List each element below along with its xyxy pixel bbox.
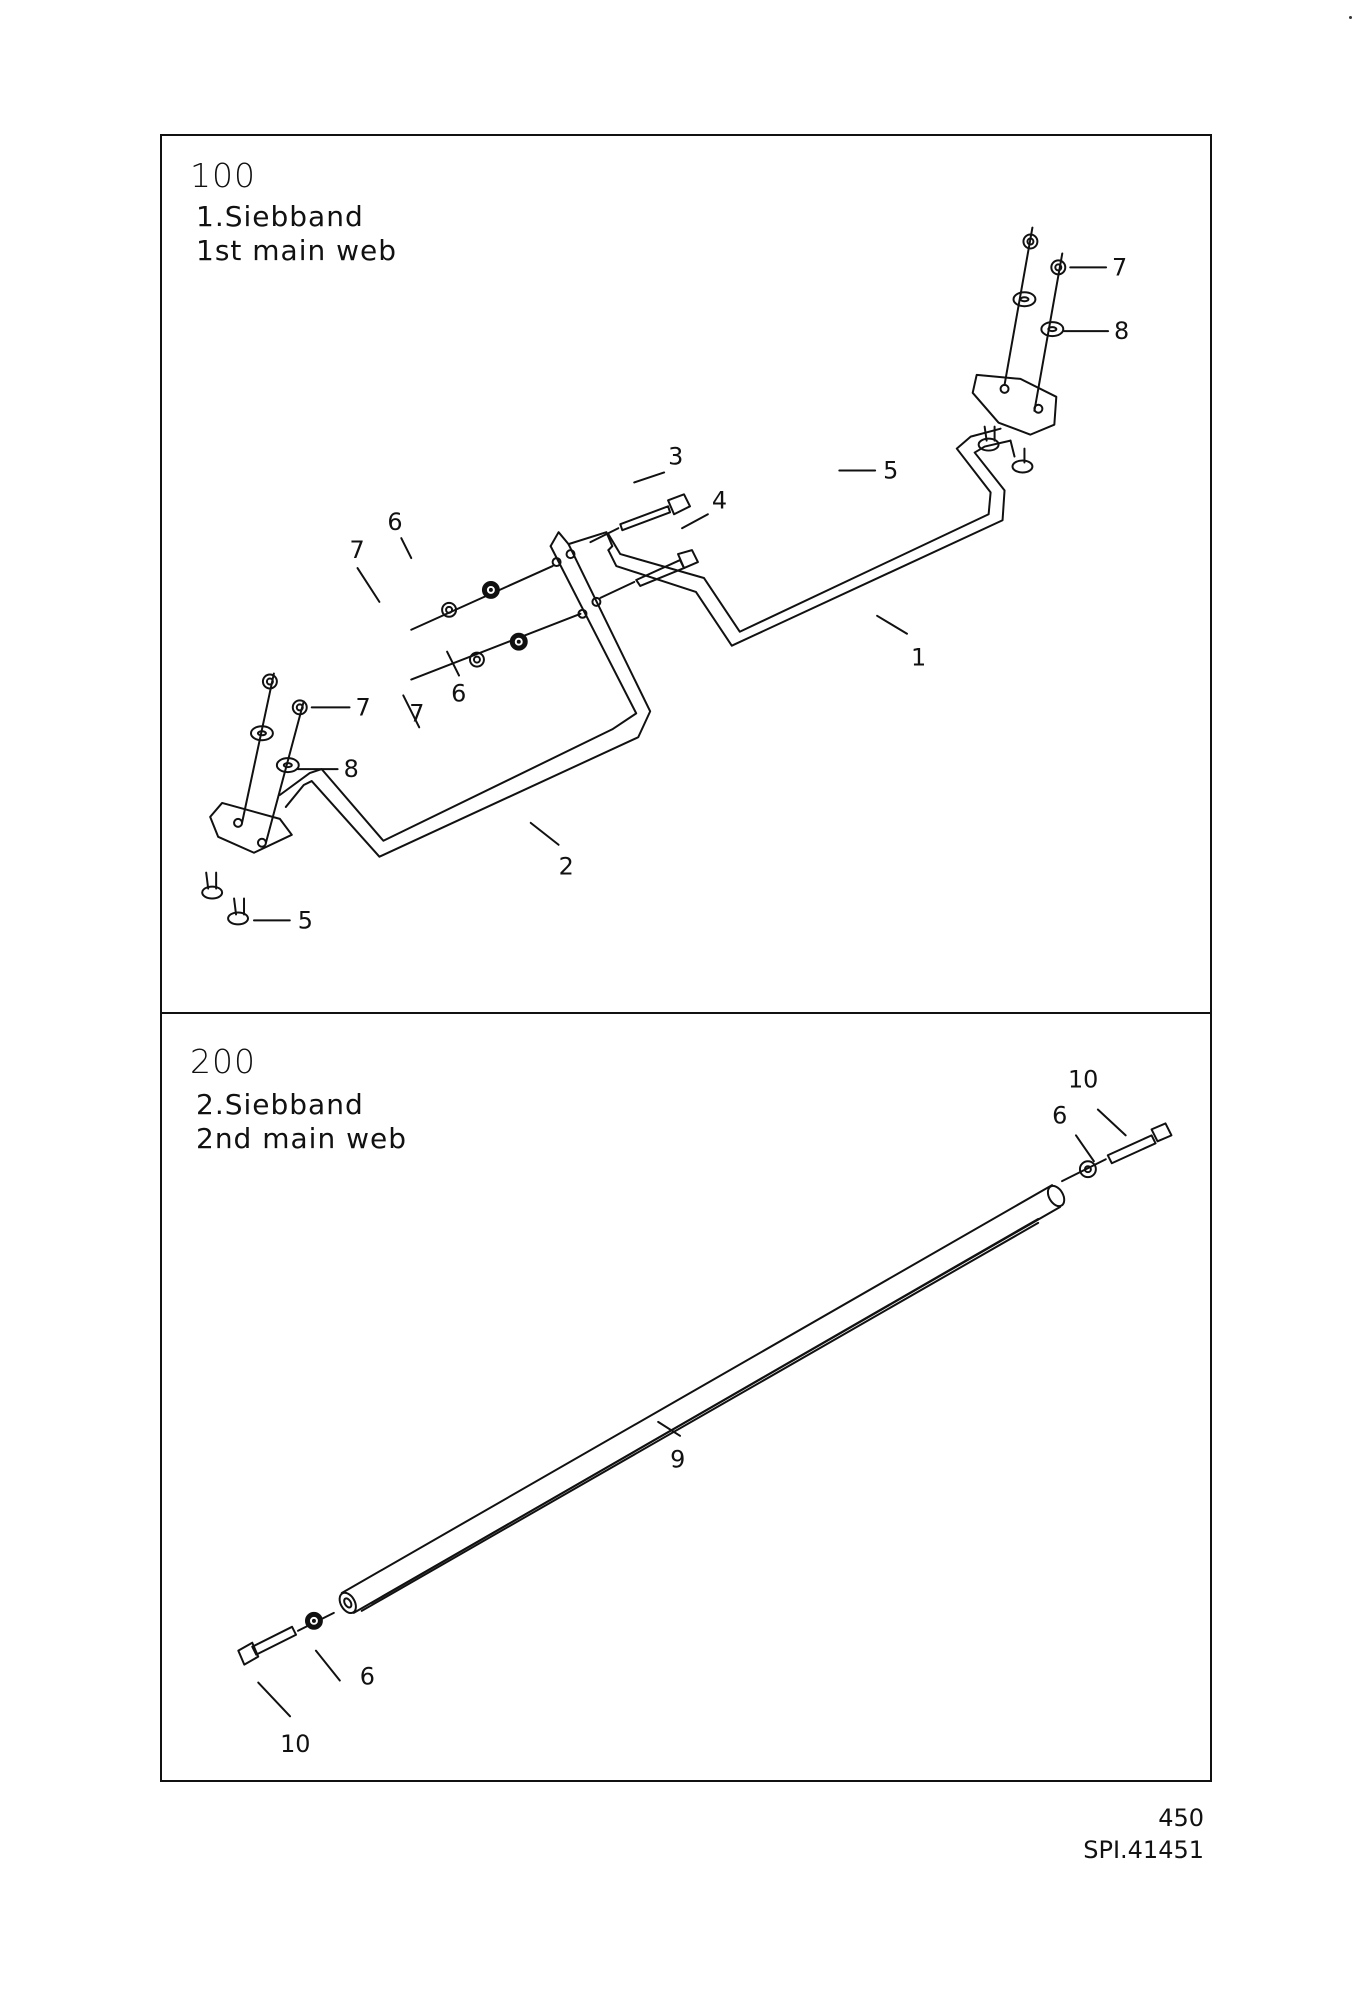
section-100-panel: 100 1.Siebband 1st main web [160, 134, 1212, 1014]
callout-6-lower: 6 [451, 679, 466, 707]
bolt-part-4 [599, 549, 699, 599]
section-title-english: 2nd main web [196, 1122, 407, 1155]
callout-leaders [257, 1108, 1127, 1718]
callout-3: 3 [668, 443, 683, 471]
callout-5-left: 5 [298, 906, 313, 934]
callout-6-right: 6 [1052, 1101, 1067, 1129]
main-web-2-exploded-drawing: 10 6 6 10 9 [237, 1066, 1173, 1759]
callout-4: 4 [712, 486, 727, 514]
left-mounting-plate [209, 801, 293, 854]
right-mounting-plate [971, 373, 1058, 436]
center-joint-holes [551, 549, 602, 619]
right-hardware-stack [977, 226, 1067, 474]
section-number: 200 [190, 1042, 256, 1081]
left-hardware-stack [201, 672, 308, 926]
corner-mark [1349, 16, 1352, 19]
rod-part-9 [338, 1184, 1066, 1615]
center-nuts-and-washers [410, 565, 582, 681]
callout-8-right: 8 [1114, 317, 1129, 345]
section-number: 100 [190, 156, 256, 195]
main-web-1-exploded-drawing: 1 2 3 4 5 5 6 6 7 7 7 7 8 8 [201, 226, 1129, 934]
right-bolt-and-washer [1061, 1122, 1173, 1183]
callout-numbers: 10 6 6 10 9 [280, 1066, 1098, 1759]
rod-part-2 [278, 531, 652, 858]
section-title-german: 2.Siebband [196, 1088, 364, 1121]
callout-8-left: 8 [344, 755, 359, 783]
callout-7-left: 7 [356, 693, 371, 721]
bolt-part-3 [589, 493, 691, 544]
callout-7-right: 7 [1112, 253, 1127, 281]
callout-7-center-lower: 7 [409, 699, 424, 727]
page-number: 450 [1158, 1804, 1204, 1832]
callout-1: 1 [911, 644, 926, 672]
callout-7-center-upper: 7 [350, 536, 365, 564]
callout-9: 9 [670, 1446, 685, 1474]
callout-5-right: 5 [883, 456, 898, 484]
callout-10-left: 10 [280, 1730, 310, 1758]
callout-numbers: 1 2 3 4 5 5 6 6 7 7 7 7 8 8 [298, 253, 1129, 934]
section-title-english: 1st main web [196, 234, 398, 267]
left-bolt-and-washer [237, 1611, 335, 1666]
callout-6-left: 6 [360, 1662, 375, 1690]
callout-leaders [252, 266, 1110, 922]
section-title-german: 1.Siebband [196, 200, 364, 233]
callout-6-upper: 6 [387, 508, 402, 536]
callout-10-right: 10 [1068, 1066, 1098, 1094]
drawing-code: SPI.41451 [1083, 1836, 1204, 1864]
callout-2: 2 [559, 853, 574, 881]
section-200-panel: 200 2.Siebband 2nd main web [160, 1012, 1212, 1782]
